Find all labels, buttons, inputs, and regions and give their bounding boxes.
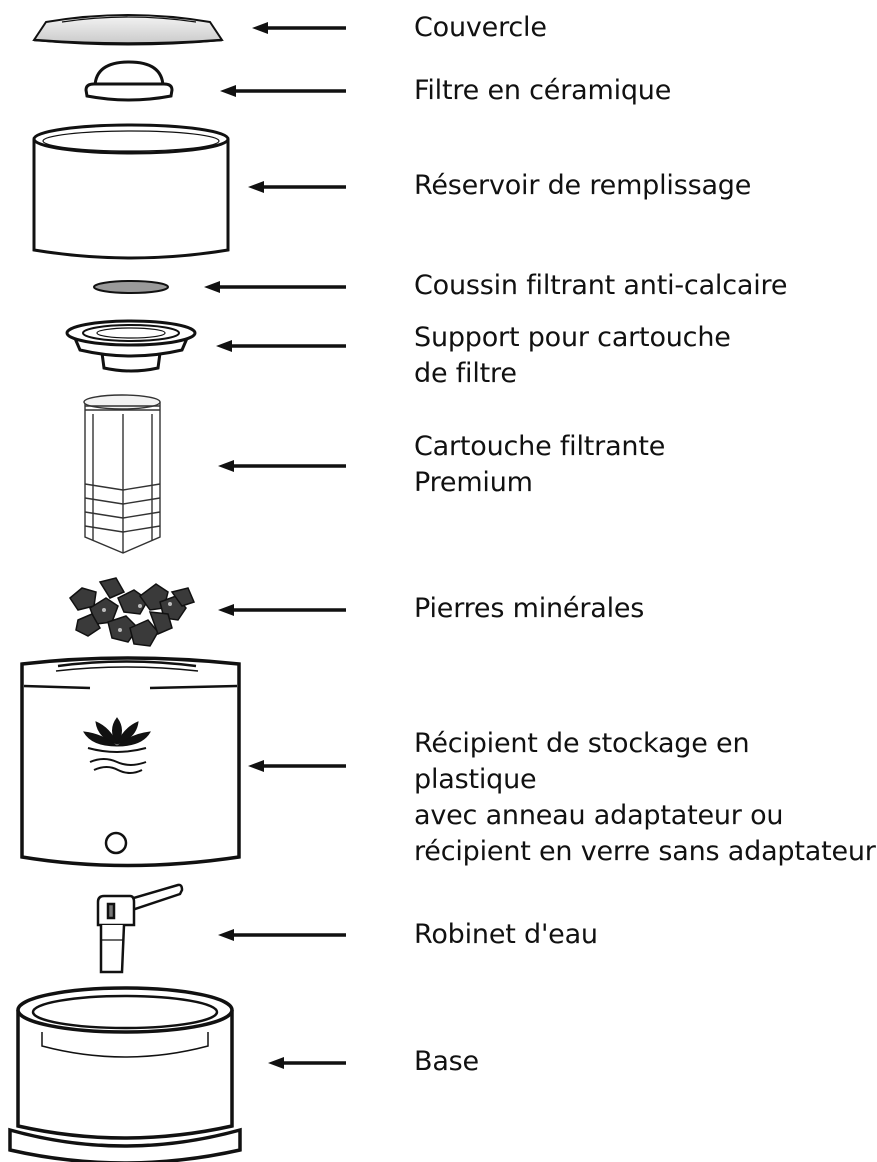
label-support: Support pour cartouche de filtre: [414, 322, 731, 389]
label-coussin: Coussin filtrant anti-calcaire: [414, 270, 788, 301]
label-couvercle: Couvercle: [414, 12, 547, 43]
lotus-logo-icon: [83, 717, 151, 774]
mineral-stones-illustration: [69, 577, 196, 647]
label-base: Base: [414, 1046, 479, 1077]
arrow-support: [216, 340, 346, 352]
storage-container-illustration: [20, 656, 241, 868]
cartridge-holder-illustration: [65, 319, 197, 373]
arrow-cartouche: [218, 460, 346, 472]
label-cartouche: Cartouche filtrante Premium: [414, 431, 666, 498]
pointer-arrows: [204, 22, 346, 1069]
arrow-coussin: [204, 281, 346, 293]
label-recipient: Récipient de stockage en plastique avec …: [414, 728, 876, 867]
arrow-filtre-ceramique: [220, 85, 346, 97]
arrow-base: [268, 1057, 346, 1069]
arrow-robinet: [218, 929, 346, 941]
label-pierres: Pierres minérales: [414, 593, 645, 624]
arrow-couvercle: [252, 22, 346, 34]
reservoir-illustration: [32, 123, 230, 260]
arrow-recipient: [248, 760, 346, 772]
tap-illustration: [96, 883, 184, 974]
scale-pad-illustration: [93, 280, 169, 294]
arrow-reservoir: [248, 181, 346, 193]
lid-illustration: [32, 14, 224, 46]
arrow-pierres: [218, 604, 346, 616]
base-illustration: [8, 986, 242, 1162]
label-robinet: Robinet d'eau: [414, 919, 598, 950]
label-filtre-ceramique: Filtre en céramique: [414, 75, 672, 106]
label-reservoir: Réservoir de remplissage: [414, 170, 752, 201]
ceramic-filter-illustration: [84, 60, 174, 102]
filter-cartridge-illustration: [83, 394, 161, 554]
